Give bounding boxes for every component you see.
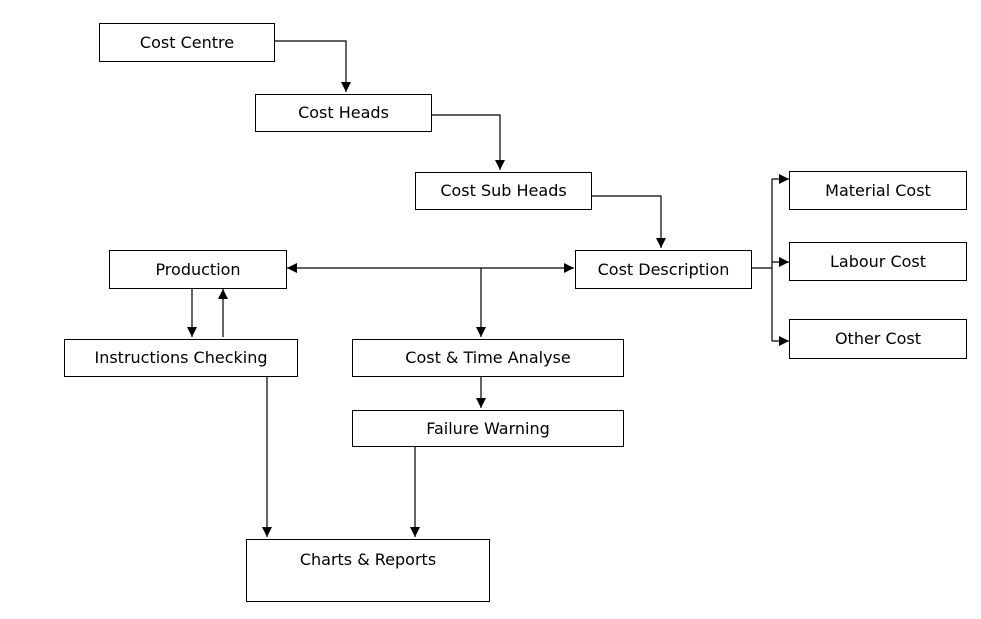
arrow-cost-sub-heads-to-cost-description <box>592 195 666 248</box>
production-box: Production <box>109 250 287 289</box>
cost-description-label: Cost Description <box>597 259 730 279</box>
cost-centre-box: Cost Centre <box>99 23 275 62</box>
failure-warning-box: Failure Warning <box>352 410 624 447</box>
cost-sub-heads-box: Cost Sub Heads <box>415 172 592 210</box>
labour-cost-label: Labour Cost <box>829 251 927 271</box>
cost-centre-label: Cost Centre <box>139 32 235 52</box>
other-cost-box: Other Cost <box>789 319 967 359</box>
cost-time-analyse-box: Cost & Time Analyse <box>352 339 624 377</box>
arrow-cost-centre-to-cost-heads <box>275 40 351 92</box>
labour-cost-box: Labour Cost <box>789 242 967 281</box>
cost-time-analyse-label: Cost & Time Analyse <box>405 348 571 367</box>
material-cost-label: Material Cost <box>825 180 931 200</box>
charts-reports-label: Charts & Reports <box>299 550 437 569</box>
instructions-checking-box: Instructions Checking <box>64 339 298 377</box>
cost-description-box: Cost Description <box>575 250 752 289</box>
cost-heads-label: Cost Heads <box>298 103 389 122</box>
material-cost-box: Material Cost <box>789 171 967 210</box>
cost-heads-box: Cost Heads <box>255 94 432 132</box>
arrow-cost-heads-to-cost-sub-heads <box>432 114 505 170</box>
instructions-checking-label: Instructions Checking <box>94 348 268 367</box>
other-cost-label: Other Cost <box>834 329 922 348</box>
charts-reports-box: Charts & Reports <box>246 539 490 602</box>
cost-sub-heads-label: Cost Sub Heads <box>440 181 567 200</box>
failure-warning-label: Failure Warning <box>426 418 550 438</box>
production-label: Production <box>155 259 241 279</box>
